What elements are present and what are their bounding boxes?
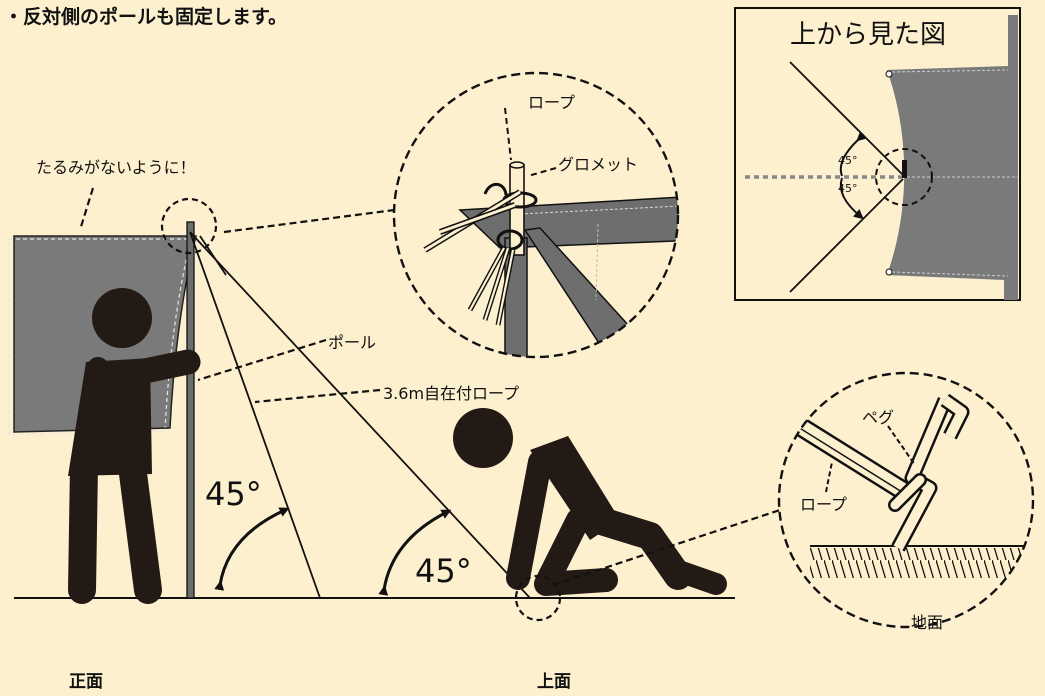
pole bbox=[186, 221, 195, 599]
peg-detail bbox=[777, 371, 1035, 629]
guy-ropes bbox=[189, 231, 531, 599]
no-slack-label: たるみがないように！ bbox=[36, 158, 196, 177]
top-view-caption: 上面 bbox=[537, 672, 571, 692]
leader-lines bbox=[78, 187, 781, 587]
grommet-detail bbox=[392, 71, 680, 359]
angle-arc-pole bbox=[214, 507, 290, 591]
standing-person bbox=[68, 288, 201, 604]
pole-label: ポール bbox=[328, 333, 377, 352]
peg-rope-label: ロープ bbox=[800, 495, 848, 514]
angle-arc-ground bbox=[378, 509, 452, 596]
rope-label: 3.6m自在付ロープ bbox=[383, 384, 520, 403]
front-view-caption: 正面 bbox=[69, 672, 103, 692]
instruction-heading: ・反対側のポールも固定します。 bbox=[4, 6, 288, 28]
top-view-angle-lower: 45° bbox=[838, 182, 858, 195]
angle-label-pole: 45° bbox=[205, 475, 262, 513]
peg-point-highlight bbox=[514, 574, 562, 622]
peg-label: ペグ bbox=[862, 408, 895, 427]
grommet-rope-label: ロープ bbox=[528, 93, 576, 112]
top-view-inset bbox=[734, 7, 1021, 301]
top-view-title: 上から見た図 bbox=[790, 20, 947, 50]
grommet-label: グロメット bbox=[558, 155, 639, 174]
angle-label-ground: 45° bbox=[415, 552, 472, 590]
top-view-angle-upper: 45° bbox=[838, 154, 858, 167]
ground-label: 地面 bbox=[911, 613, 944, 632]
pole-top-highlight bbox=[160, 197, 218, 255]
bending-person bbox=[453, 408, 727, 596]
